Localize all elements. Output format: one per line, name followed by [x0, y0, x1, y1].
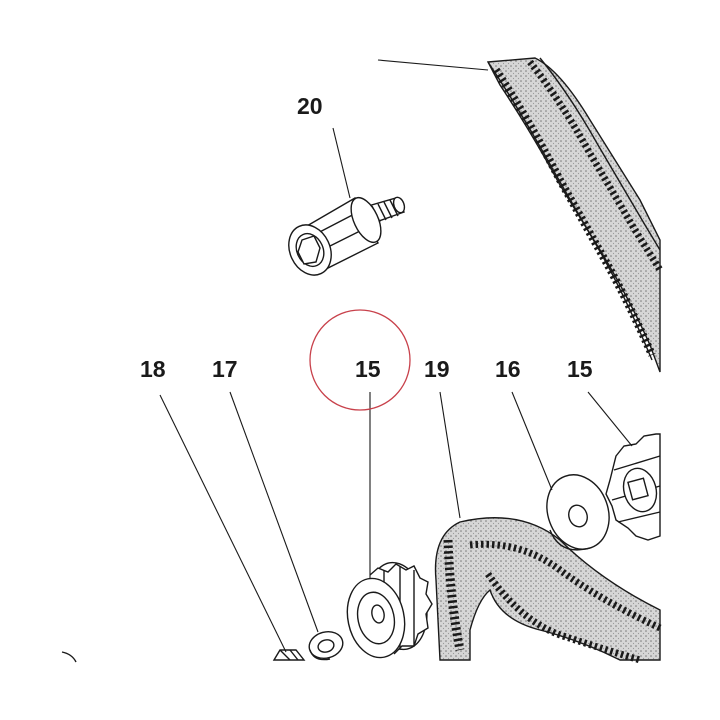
- washer-part-17: [308, 630, 344, 661]
- leader-line-16: [511, 391, 553, 491]
- callout-17: 17: [212, 356, 238, 382]
- idler-stud-part-20: [288, 196, 406, 276]
- nut-part-18: [272, 649, 306, 661]
- lower-timing-belt-part-19: [434, 517, 662, 664]
- toothed-pulley-part-15-right: [605, 433, 661, 541]
- callout-19: 19: [424, 356, 450, 382]
- leader-line-15-right: [587, 391, 633, 447]
- callout-20: 20: [297, 93, 323, 119]
- callout-15-center: 15: [355, 356, 381, 382]
- upper-timing-belt: [486, 57, 663, 373]
- callout-18: 18: [140, 356, 166, 382]
- partial-outline-bottom-left: [61, 651, 77, 663]
- leader-line-top-belt: [377, 59, 489, 71]
- callout-16: 16: [495, 356, 521, 382]
- leader-line-20: [332, 127, 351, 199]
- leader-line-19: [439, 391, 461, 519]
- callout-15-right: 15: [567, 356, 593, 382]
- leader-line-18: [159, 394, 287, 653]
- toothed-pulley-part-15-center: [346, 561, 433, 659]
- thrust-washer-part-16: [546, 474, 610, 551]
- highlight-circle: [309, 309, 411, 411]
- leader-line-17: [229, 391, 319, 633]
